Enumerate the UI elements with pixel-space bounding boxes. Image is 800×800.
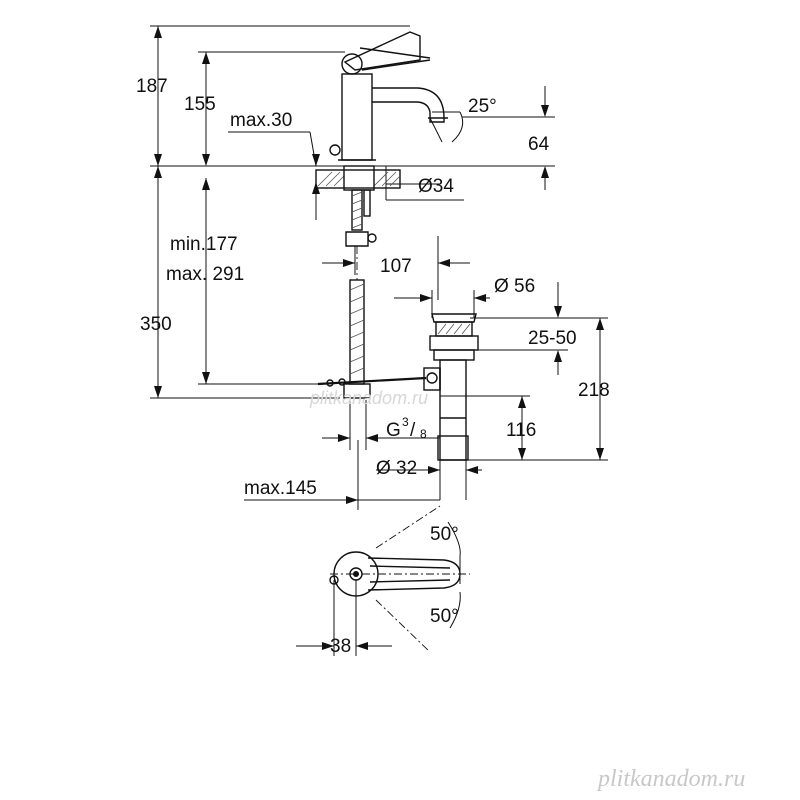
label-waste-length: 218 xyxy=(578,380,610,401)
label-total-height: 187 xyxy=(136,76,168,97)
watermark-center: plitkanadom.ru xyxy=(309,388,428,408)
label-mount-hole: Ø34 xyxy=(418,176,454,197)
faucet-body xyxy=(329,31,448,161)
label-angle-lower: 50° xyxy=(430,606,459,627)
dimension-labels: 187 155 max.30 25° 64 Ø34 min.177 max. 2… xyxy=(136,76,610,657)
label-under-depth: 350 xyxy=(140,314,172,335)
label-angle-upper: 50° xyxy=(430,524,459,545)
label-spout-angle: 25° xyxy=(468,96,497,117)
svg-text:3: 3 xyxy=(402,415,409,429)
pop-up-rod xyxy=(317,376,427,387)
dimension-lines xyxy=(150,25,608,656)
svg-text:8: 8 xyxy=(420,427,427,441)
label-hose-max: max. 291 xyxy=(166,264,244,285)
label-popup-diameter: Ø 56 xyxy=(494,276,535,297)
svg-text:/: / xyxy=(410,420,416,441)
svg-text:G: G xyxy=(386,420,401,441)
watermark-corner: plitkanadom.ru xyxy=(596,766,745,792)
label-projection: 107 xyxy=(380,256,412,277)
label-aerator-height: 64 xyxy=(528,134,550,155)
waste-assembly xyxy=(423,313,479,461)
label-max-deck: max.30 xyxy=(230,110,292,131)
label-popup-range: 25-50 xyxy=(528,328,577,349)
deck-section xyxy=(315,165,401,191)
label-connection-thread: G 3 / 8 xyxy=(386,415,427,441)
label-waste-offset: 116 xyxy=(506,420,536,441)
label-spout-height: 155 xyxy=(184,94,216,115)
supply-hose xyxy=(343,189,377,399)
label-base-width: 38 xyxy=(330,636,351,657)
label-waste-diameter: Ø 32 xyxy=(376,458,417,479)
label-max-reach: max.145 xyxy=(244,478,317,499)
top-view xyxy=(329,505,470,653)
label-hose-min: min.177 xyxy=(170,234,238,255)
